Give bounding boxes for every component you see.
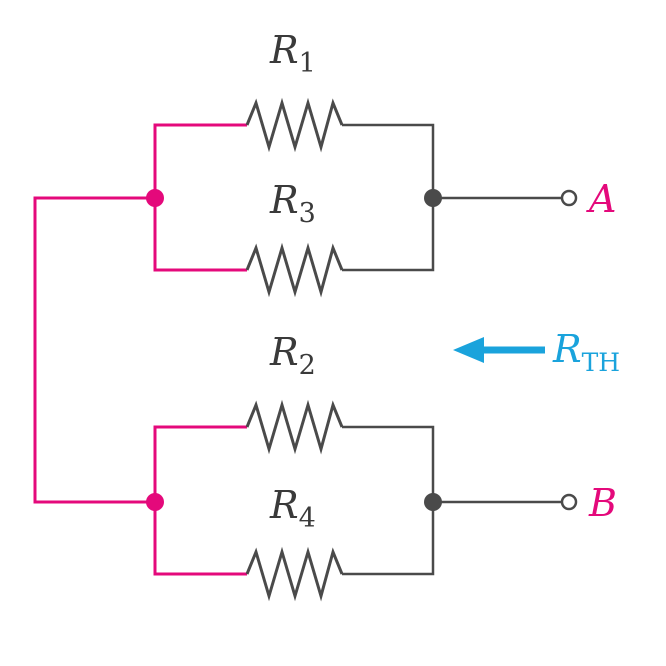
left-wiring: [33, 123, 247, 576]
left-upper-junction: [146, 189, 164, 207]
terminal-a-node: [560, 189, 578, 207]
right-wire-upper: [342, 123, 435, 272]
resistor-r3-label: R3: [269, 178, 316, 229]
left-arrow-icon: [453, 337, 545, 363]
terminal-a-label: A: [586, 177, 616, 221]
resistor-r3-symbol: [245, 242, 344, 298]
resistors: [245, 97, 344, 602]
resistor-r4-symbol: [245, 546, 344, 602]
rth-label: RTH: [552, 327, 620, 377]
resistor-r2-label: R2: [269, 330, 316, 381]
resistor-r1-symbol: [245, 97, 344, 153]
right-upper-junction: [424, 189, 442, 207]
left-wire-upper: [153, 123, 247, 272]
right-wire-lower: [342, 425, 435, 576]
resistor-r2-symbol: [245, 399, 344, 455]
left-lower-junction: [146, 493, 164, 511]
resistor-r1-label: R1: [269, 28, 316, 79]
resistor-r4-label: R4: [269, 483, 316, 534]
terminal-b-node: [560, 493, 578, 511]
terminal-b-label: B: [588, 481, 617, 525]
right-lower-junction: [424, 493, 442, 511]
left-wire-lower: [153, 425, 247, 576]
left-outer-loop: [33, 196, 155, 504]
